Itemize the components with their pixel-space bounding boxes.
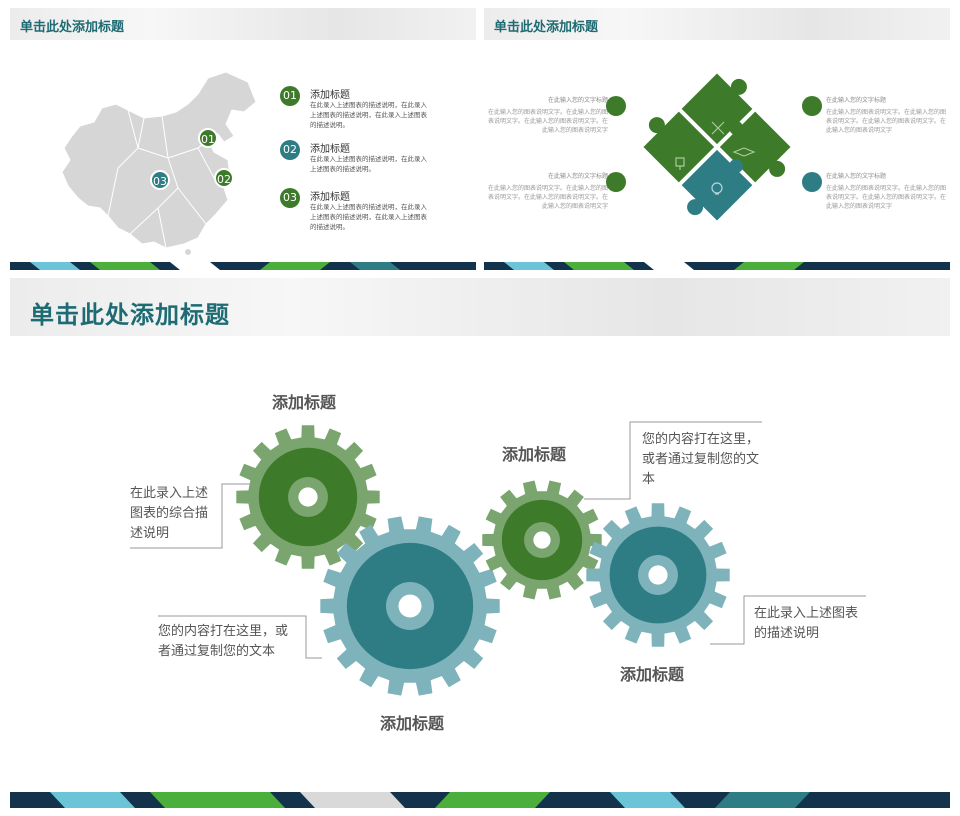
list-item-03: 03 添加标题 在此录入上述图表的描述说明，在此录入上述图表的描述说明，在此录入… <box>280 188 430 238</box>
block-desc: 在此输入您的图表说明文字。在此输入您的图表说明文字。在此输入您的图表说明文字。在… <box>488 109 609 134</box>
slide-1-header: 单击此处添加标题 <box>10 8 476 40</box>
connector-right-top <box>584 421 762 500</box>
block-title: 在此输入您的文字标题 <box>547 173 608 180</box>
slide-3[interactable]: 单击此处添加标题 添加标题 添加标题 添加标题 添加标题 在此录入上述图表的综合… <box>10 278 950 808</box>
slide-2-title: 单击此处添加标题 <box>494 20 599 35</box>
connector-left-top <box>130 483 250 549</box>
block-title: 在此输入您的文字标题 <box>826 173 887 180</box>
slide-3-title: 单击此处添加标题 <box>30 301 230 329</box>
text-block-top-right: 在此输入您的文字标题 在此输入您的图表说明文字。在此输入您的图表说明文字。在此输… <box>826 96 946 135</box>
block-desc: 在此输入您的图表说明文字。在此输入您的图表说明文字。在此输入您的图表说明文字。在… <box>488 185 609 210</box>
block-desc: 在此输入您的图表说明文字。在此输入您的图表说明文字。在此输入您的图表说明文字。在… <box>826 109 947 134</box>
gear-large <box>320 516 500 696</box>
number-badge: 01 <box>280 86 300 106</box>
bulb-icon <box>802 172 822 192</box>
slide-2[interactable]: 单击此处添加标题 在此输入您的文字标题 在此输入您的图表说明文字。在此输入您的图… <box>484 8 950 270</box>
text-block-bottom-left: 在此输入您的文字标题 在此输入您的图表说明文字。在此输入您的图表说明文字。在此输… <box>488 172 608 211</box>
slide-1-title: 单击此处添加标题 <box>20 20 125 35</box>
desc-left-bottom: 您的内容打在这里，或者通过复制您的文本 <box>158 624 289 659</box>
map-marker-02: 02 <box>214 168 234 188</box>
map-marker-01: 01 <box>198 128 218 148</box>
gear-small <box>482 480 602 600</box>
gear-title-2: 添加标题 <box>502 445 567 464</box>
puzzle-diagram <box>643 73 791 221</box>
list-item-02: 02 添加标题 在此录入上述图表的描述说明，在此录入上述图表的描述说明。 <box>280 140 430 180</box>
decorative-stripe <box>484 262 950 270</box>
number-badge: 03 <box>280 188 300 208</box>
item-title: 添加标题 <box>310 144 350 155</box>
item-desc: 在此录入上述图表的描述说明，在此录入上述图表的描述说明，在此录入上述图表的描述说… <box>310 101 427 129</box>
decorative-stripe <box>10 262 476 270</box>
slide-3-header: 单击此处添加标题 <box>10 278 950 336</box>
gear-title-3: 添加标题 <box>380 714 445 733</box>
connector-left-bottom <box>158 615 322 659</box>
desc-right-top: 您的内容打在这里，或者通过复制您的文本 <box>642 432 760 487</box>
number-badge: 02 <box>280 140 300 160</box>
china-map <box>61 71 257 255</box>
stack-icon <box>802 96 822 116</box>
text-block-top-left: 在此输入您的文字标题 在此输入您的图表说明文字。在此输入您的图表说明文字。在此输… <box>488 96 608 135</box>
tools-icon <box>606 96 626 116</box>
desc-right-bottom: 在此录入上述图表的描述说明 <box>754 606 859 641</box>
list-item-01: 01 添加标题 在此录入上述图表的描述说明，在此录入上述图表的描述说明，在此录入… <box>280 86 430 136</box>
desc-left-top: 在此录入上述图表的综合描述说明 <box>130 486 209 541</box>
slide-2-header: 单击此处添加标题 <box>484 8 950 40</box>
gear-title-4: 添加标题 <box>620 665 685 684</box>
item-title: 添加标题 <box>310 90 350 101</box>
map-marker-03: 03 <box>150 170 170 190</box>
block-desc: 在此输入您的图表说明文字。在此输入您的图表说明文字。在此输入您的图表说明文字。在… <box>826 185 947 210</box>
decorative-stripe <box>10 792 950 808</box>
block-title: 在此输入您的文字标题 <box>547 97 608 104</box>
item-desc: 在此录入上述图表的描述说明，在此录入上述图表的描述说明，在此录入上述图表的描述说… <box>310 203 427 231</box>
block-title: 在此输入您的文字标题 <box>826 97 887 104</box>
item-desc: 在此录入上述图表的描述说明，在此录入上述图表的描述说明。 <box>310 155 427 173</box>
slide-1[interactable]: 单击此处添加标题 01 02 03 01 添加标题 在此录入上述图表的描述说明，… <box>10 8 476 270</box>
gear-diagram <box>130 421 866 696</box>
trophy-icon <box>606 172 626 192</box>
gear-top-left <box>236 425 380 569</box>
gear-right <box>586 503 730 647</box>
text-block-bottom-right: 在此输入您的文字标题 在此输入您的图表说明文字。在此输入您的图表说明文字。在此输… <box>826 172 946 211</box>
item-title: 添加标题 <box>310 192 350 203</box>
connector-right-bottom <box>710 595 866 645</box>
gear-title-1: 添加标题 <box>272 393 337 412</box>
